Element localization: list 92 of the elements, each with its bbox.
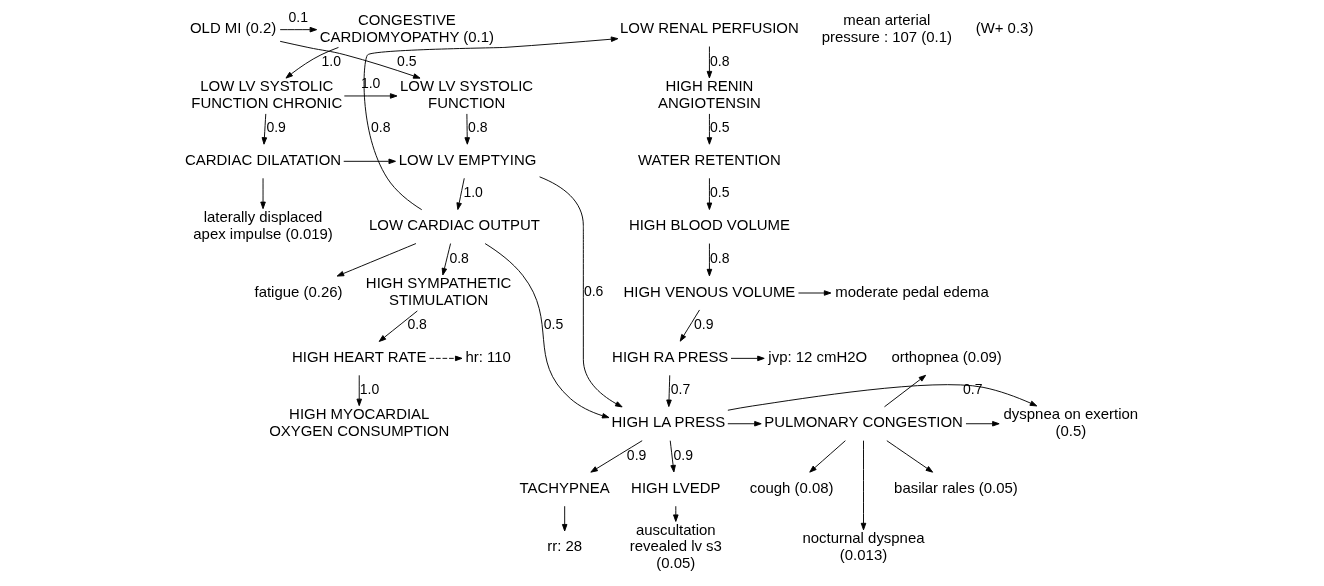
node-text: OLD MI (0.2) <box>189 19 276 37</box>
node-text: nocturnal dyspnea (0.013) <box>801 529 925 563</box>
arrow <box>463 113 470 145</box>
edge-label: 0.7 <box>670 380 690 397</box>
edge-label: 1.0 <box>360 75 380 92</box>
node-text: orthopnea (0.09) <box>890 347 1002 365</box>
arrow <box>706 46 712 79</box>
node-text: CONGESTIVE CARDIOMYOPATHY (0.1) <box>319 10 494 45</box>
edge-label: 0.9 <box>265 119 286 136</box>
node-text: HIGH HEART RATE <box>291 347 426 365</box>
edge-label: 0.8 <box>448 250 469 267</box>
arrow <box>355 374 362 407</box>
arrow <box>679 309 700 342</box>
arrow <box>561 505 567 532</box>
arrow <box>706 243 712 277</box>
edge-label: 0.8 <box>709 53 729 70</box>
edge-label: 1.0 <box>359 380 379 397</box>
node-text: HIGH RENIN ANGIOTENSIN <box>657 77 761 111</box>
node-text: LOW CARDIAC OUTPUT <box>368 216 540 234</box>
arrow <box>441 243 451 276</box>
arrow <box>706 113 712 145</box>
node-text: CARDIAC DILATATION <box>184 150 341 168</box>
node-text: HIGH RA PRESS <box>611 347 728 365</box>
arrow <box>279 26 317 33</box>
edge-label: 0.5 <box>396 53 417 70</box>
node-text: HIGH LA PRESS <box>610 413 725 431</box>
arrow <box>726 384 1037 411</box>
arrow <box>589 440 643 473</box>
edge-label: 0.5 <box>709 183 729 200</box>
arrow <box>808 440 846 473</box>
node-text: HIGH VENOUS VOLUME <box>623 282 795 300</box>
edge-label: 0.8 <box>709 250 729 267</box>
edge-label: 0.8 <box>406 316 427 333</box>
arrow <box>706 177 712 210</box>
node-text: LOW RENAL PERFUSION <box>619 19 799 37</box>
node-text: jvp: 12 cmH2O <box>767 347 867 365</box>
edge-label: 0.7 <box>962 380 983 397</box>
arrow <box>428 355 462 362</box>
edge-label: 0.1 <box>288 9 308 26</box>
edge-label: 0.6 <box>583 283 603 300</box>
node-text: basilar rales (0.05) <box>893 478 1018 496</box>
edge-label: 0.9 <box>693 316 714 333</box>
arrow <box>378 310 418 342</box>
arrow <box>885 440 933 473</box>
node-text: PULMONARY CONGESTION <box>763 413 963 431</box>
node-text: LOW LV SYSTOLIC FUNCTION <box>399 77 533 111</box>
edge-label: 0.9 <box>626 447 646 464</box>
arrow <box>342 158 396 165</box>
edge-label: 0.8 <box>370 119 390 136</box>
node-text: fatigue (0.26) <box>254 282 343 300</box>
label: mean arterial pressure : 107 (0.1) <box>821 10 952 45</box>
arrow <box>860 440 866 531</box>
edge-label: 0.9 <box>673 447 693 464</box>
edge-label: 0.8 <box>467 119 488 136</box>
node-text: moderate pedal edema <box>834 282 989 300</box>
node-text: HIGH MYOCARDIAL OXYGEN CONSUMPTION <box>268 404 449 439</box>
arrow <box>363 36 618 211</box>
node-text: HIGH BLOOD VOLUME <box>628 216 790 234</box>
arrow <box>261 113 267 145</box>
edge-label: 1.0 <box>320 53 341 70</box>
arrow <box>726 421 762 427</box>
node-text: hr: 110 <box>464 347 511 365</box>
node-text: rr: 28 <box>546 537 582 555</box>
arrow <box>965 421 1000 427</box>
node-text: HIGH LVEDP <box>630 478 720 496</box>
arrow <box>259 177 266 210</box>
edge-label: 0.5 <box>709 119 729 136</box>
node-text: TACHYPNEA <box>519 478 610 496</box>
arrow <box>455 177 465 210</box>
arrow <box>665 374 672 408</box>
arrow <box>672 505 679 522</box>
arrow <box>730 355 765 362</box>
arrow <box>797 290 831 296</box>
node-text: auscultation revealed lv s3 (0.05) <box>629 520 722 572</box>
arrow <box>883 374 926 408</box>
node-text: cough (0.08) <box>749 478 834 496</box>
node-text: WATER RETENTION <box>637 150 781 168</box>
arrow <box>343 93 397 99</box>
node-text: laterally displaced apex impulse (0.019) <box>192 207 333 242</box>
node-text: LOW LV SYSTOLIC FUNCTION CHRONIC <box>190 77 342 111</box>
arrow <box>538 176 623 408</box>
node-text: dyspnea on exertion (0.5) <box>1003 404 1138 439</box>
arrow <box>669 440 676 473</box>
node-text: HIGH SYMPATHETIC STIMULATION <box>365 274 511 308</box>
arrow <box>336 243 416 277</box>
edge-label: 0.5 <box>543 316 563 333</box>
edge-label: 1.0 <box>462 183 483 200</box>
label: (W+ 0.3) <box>975 19 1033 37</box>
arrow <box>279 40 420 79</box>
arrow <box>484 243 609 419</box>
arrow <box>285 46 339 79</box>
node-text: LOW LV EMPTYING <box>398 150 536 168</box>
